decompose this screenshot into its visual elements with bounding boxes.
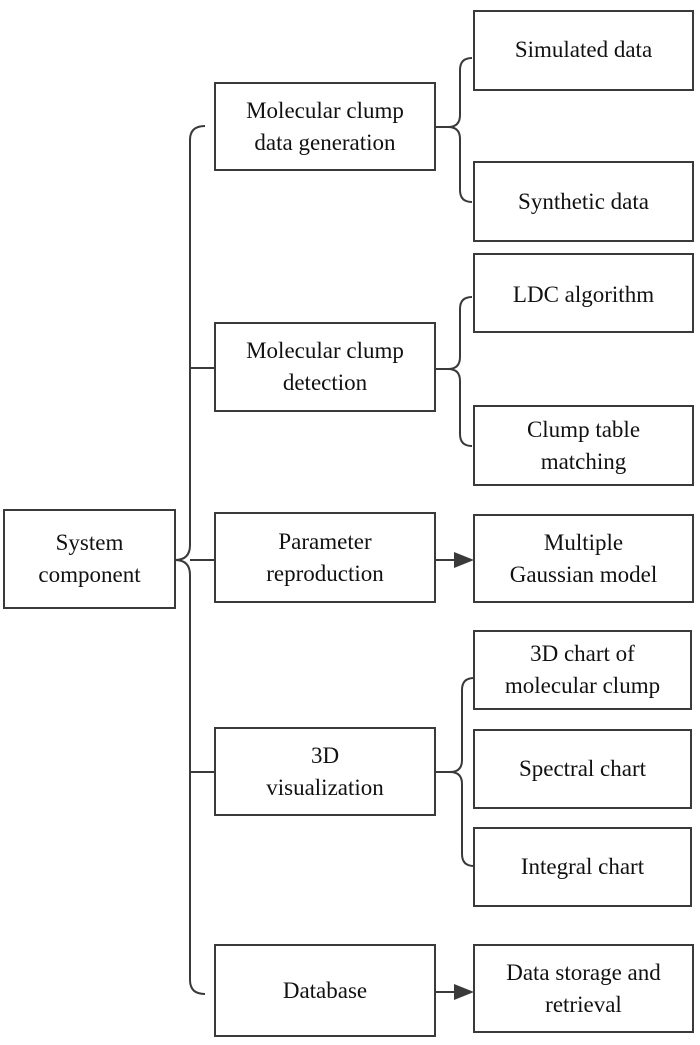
parameter-reproduction-node: Parameter reproduction (214, 512, 436, 603)
3d-chart-of-molecular-clump-node: 3D chart of molecular clump (473, 630, 692, 710)
synthetic-data-node: Synthetic data (473, 161, 694, 242)
node-label: Database (282, 977, 368, 1003)
node-label: 3D chart of (530, 641, 635, 666)
data-storage-and-retrieval-node: Data storage and retrieval (473, 944, 694, 1033)
node-label: Multiple (543, 529, 624, 555)
node-label: Data storage and (506, 959, 661, 985)
node-label: Simulated data (514, 37, 653, 62)
node-label: matching (540, 448, 627, 474)
node-label: retrieval (545, 991, 622, 1017)
molecular-clump-detection-node: Molecular clump detection (214, 322, 436, 412)
node-label: Spectral chart (518, 756, 647, 781)
system-component-node: System component (3, 509, 176, 609)
generation-brace (436, 57, 473, 203)
spectral-chart-node: Spectral chart (473, 729, 692, 809)
ldc-algorithm-node: LDC algorithm (473, 253, 694, 333)
database-arrow-head (454, 984, 474, 1000)
node-label: Parameter (278, 528, 372, 554)
integral-chart-node: Integral chart (473, 827, 692, 907)
node-label: Integral chart (520, 854, 645, 879)
detection-brace (436, 296, 473, 447)
node-label: Synthetic data (518, 188, 649, 214)
node-label: Molecular clump (246, 97, 404, 123)
node-label: System (55, 530, 124, 555)
node-label: component (38, 562, 141, 587)
node-label: 3D (310, 742, 340, 768)
node-label: molecular clump (504, 673, 661, 698)
root-to-components-branches (190, 367, 215, 773)
node-label: LDC algorithm (512, 282, 655, 307)
node-label: Gaussian model (509, 561, 658, 587)
clump-table-matching-node: Clump table matching (473, 405, 694, 486)
molecular-clump-data-generation-node: Molecular clump data generation (214, 82, 436, 171)
3d-visualization-node: 3D visualization (214, 727, 436, 816)
node-label: detection (282, 370, 368, 395)
parameter-arrow-head (454, 552, 474, 568)
node-label: visualization (266, 774, 384, 800)
node-label: data generation (254, 129, 396, 155)
database-node: Database (214, 944, 436, 1037)
node-label: Clump table (526, 416, 641, 442)
visualization-brace (436, 677, 475, 867)
node-label: reproduction (266, 560, 384, 586)
node-label: Molecular clump (246, 338, 404, 363)
simulated-data-node: Simulated data (473, 10, 694, 91)
